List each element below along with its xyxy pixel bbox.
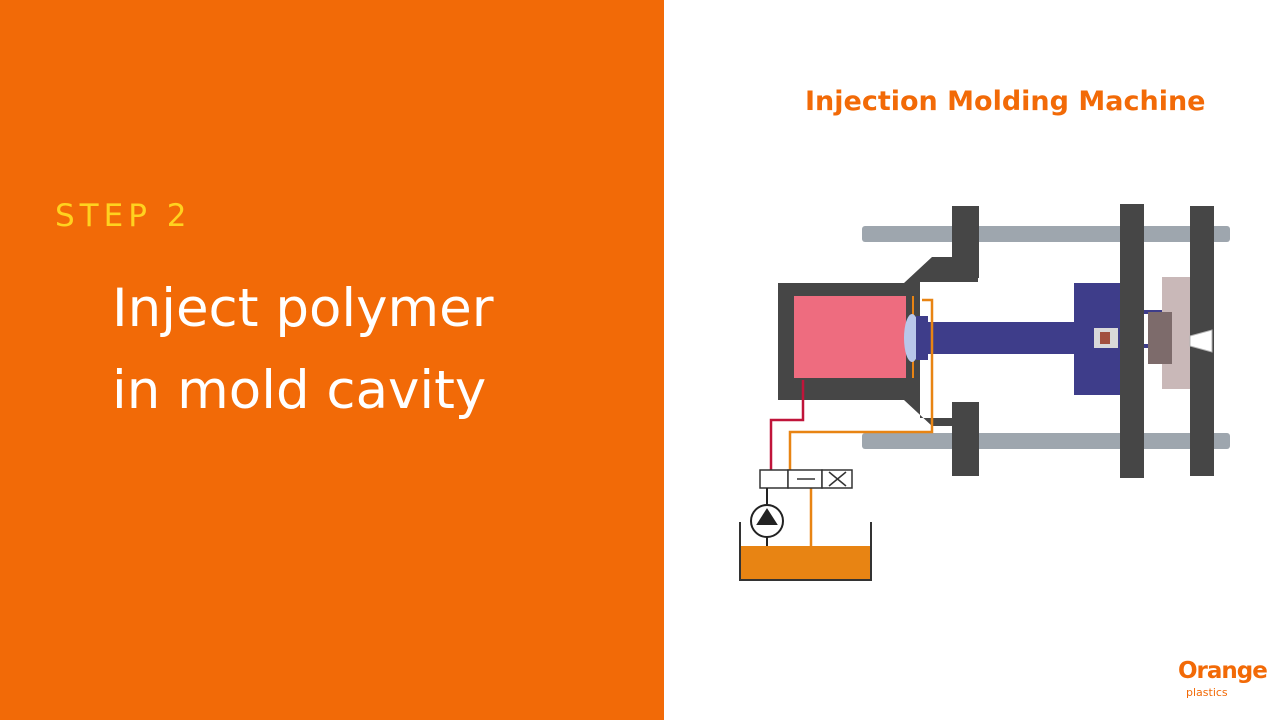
tie-bar-bottom xyxy=(862,433,1230,449)
cylinder-flange-bottom xyxy=(952,402,979,476)
control-valve xyxy=(759,469,853,489)
headline: Inject polymer in mold cavity xyxy=(112,268,632,432)
hydraulic-line-red xyxy=(769,380,805,470)
logo-wordmark: Orange xyxy=(1178,658,1268,684)
logo-tagline: plastics xyxy=(1186,686,1228,699)
moving-platen-core-detail xyxy=(1100,332,1110,344)
headline-line-1: Inject polymer xyxy=(112,278,494,339)
orange-plastics-logo: Orange plastics xyxy=(1176,658,1272,706)
reservoir-fluid xyxy=(741,546,870,579)
left-panel: STEP 2 Inject polymer in mold cavity xyxy=(0,0,664,720)
nozzle xyxy=(1189,329,1213,353)
tie-bar-top xyxy=(862,226,1230,242)
reservoir-tank xyxy=(739,522,872,581)
diagram-title: Injection Molding Machine xyxy=(805,86,1206,117)
piston-chamber xyxy=(794,296,906,378)
stationary-mold-insert xyxy=(1148,312,1172,364)
headline-line-2: in mold cavity xyxy=(112,360,487,421)
hydraulic-line-orange xyxy=(788,298,934,470)
cylinder-flange-top xyxy=(952,206,979,278)
clamp-platen xyxy=(1120,204,1144,478)
pump-symbol xyxy=(750,488,784,550)
injection-molding-machine-diagram xyxy=(739,204,1230,581)
piston-rod-neck xyxy=(916,316,928,360)
piston-rod xyxy=(916,322,1096,354)
step-label: STEP 2 xyxy=(55,198,192,234)
